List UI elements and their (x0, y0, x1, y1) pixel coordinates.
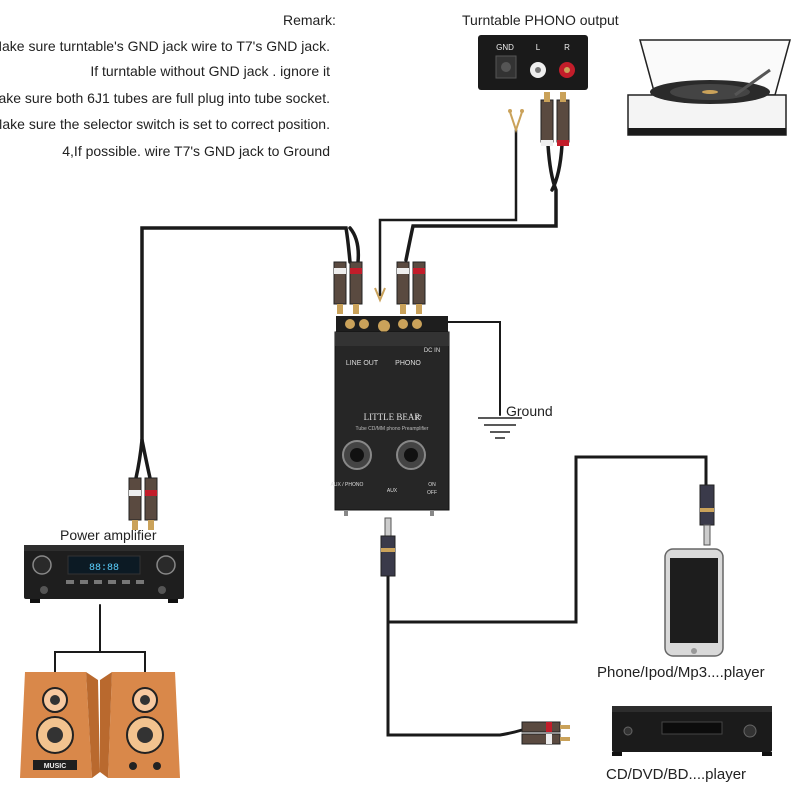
rca-plugs-phono-in (374, 261, 426, 314)
panel-r-label: R (564, 43, 570, 52)
power-amplifier-label: Power amplifier (60, 527, 157, 543)
cd-player-icon (612, 706, 772, 756)
spade-connector-icon (508, 109, 524, 134)
tube-preamp-device: LINE OUT PHONO DC IN LITTLE BEAR T7 Tube… (331, 316, 450, 516)
off-label: OFF (427, 490, 437, 496)
power-amplifier-icon: 88:88 (24, 545, 184, 603)
remark-line-4: 4,If possible. wire T7's GND jack to Gro… (62, 143, 330, 159)
remark-line-3: 3,Make sure the selector switch is set t… (0, 116, 330, 132)
phone-player-label: Phone/Ipod/Mp3....player (597, 664, 765, 681)
aux-label: AUX (387, 488, 398, 494)
turntable-output-label: Turntable PHONO output (462, 12, 619, 28)
ground-symbol-icon (478, 417, 522, 439)
rca-plugs-turntable (540, 92, 570, 146)
phono-label: PHONO (395, 360, 421, 367)
phone-icon (664, 548, 724, 657)
rca-plugs-cd (521, 721, 570, 745)
panel-gnd-label: GND (496, 43, 514, 52)
amplifier-display: 88:88 (89, 563, 119, 574)
remark-line-2: 2,Make sure both 6J1 tubes are full plug… (0, 90, 330, 106)
dc-in-label: DC IN (424, 348, 440, 354)
sel-label: AUX / PHONO (331, 482, 364, 488)
brand-label: LITTLE BEAR (364, 412, 421, 422)
speaker-right-icon (100, 672, 180, 778)
turntable-phono-panel: GND L R (478, 35, 588, 90)
model-label: T7 (415, 416, 423, 422)
cd-player-label: CD/DVD/BD....player (606, 766, 747, 783)
rca-plugs-amplifier (128, 477, 158, 530)
speaker-left-icon: MUSIC (20, 672, 100, 778)
ground-label: Ground (506, 403, 553, 419)
remark-line-1: 1,Make sure turntable's GND jack wire to… (0, 38, 330, 54)
aux-plug-phone (699, 484, 715, 546)
turntable-icon (627, 39, 791, 136)
panel-l-label: L (536, 43, 541, 52)
remark-heading: Remark: (283, 12, 336, 28)
rca-plugs-line-out (333, 261, 363, 314)
on-label: ON (428, 482, 436, 488)
speaker-badge: MUSIC (44, 763, 67, 770)
aux-plug-preamp (380, 517, 396, 577)
remark-line-1b: If turntable without GND jack . ignore i… (90, 63, 330, 79)
preamp-subtitle: Tube CD/MM phono Preamplifier (356, 426, 429, 432)
line-out-label: LINE OUT (346, 360, 379, 367)
